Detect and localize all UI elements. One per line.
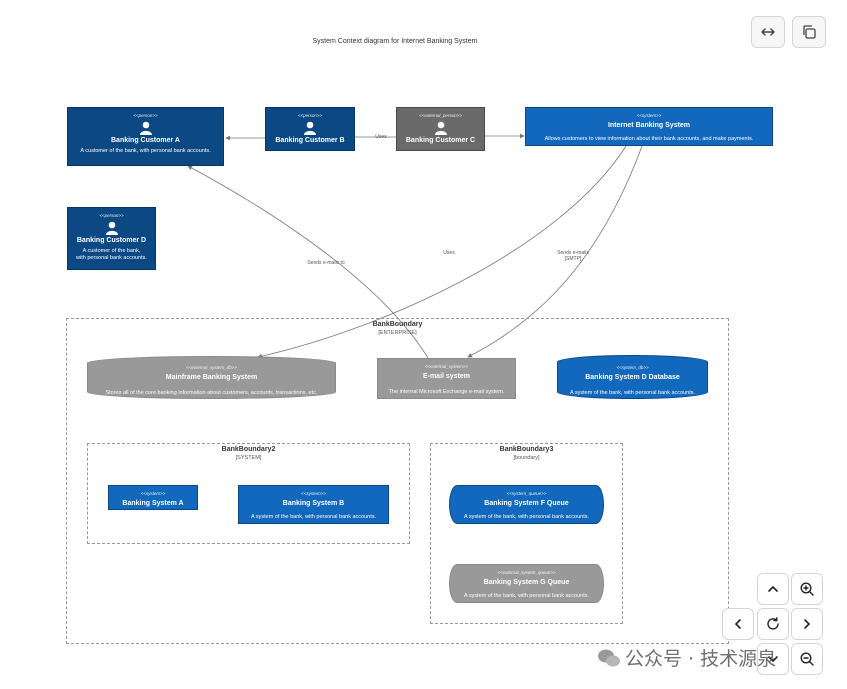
node-name: Banking System G Queue [483, 579, 570, 586]
node-description: A system of the bank, with personal bank… [463, 593, 590, 599]
node-email-system[interactable]: <<external_system>> E-mail system The in… [377, 358, 516, 399]
watermark: 公众号 · 技术源泉 [597, 644, 776, 671]
node-banking-customer-c[interactable]: <<external_person>> Banking Customer C [396, 107, 485, 151]
node-banking-system-a[interactable]: <<system>> Banking System A [108, 485, 198, 510]
chevron-left-icon [734, 619, 741, 629]
pan-right-button[interactable] [791, 608, 823, 640]
stereotype-label: <<person>> [133, 113, 158, 118]
boundary-bank: BankBoundary [ENTERPRISE] [66, 318, 729, 644]
zoom-in-icon [800, 582, 814, 596]
boundary-bank-3: BankBoundary3 [boundary] [430, 443, 623, 624]
wechat-icon [598, 649, 620, 667]
stereotype-label: <<system>> [636, 113, 662, 118]
stereotype-label: <<external_system_queue>> [497, 570, 556, 575]
node-name: Banking Customer B [275, 137, 345, 144]
boundary-name: BankBoundary2 [221, 446, 276, 453]
zoom-in-button[interactable] [791, 573, 823, 605]
edge-label-sends-emails: Sends e-mails [SMTP] [548, 250, 598, 262]
zoom-out-icon [800, 652, 814, 666]
expand-horizontal-icon [761, 28, 775, 36]
node-name: Banking Customer D [76, 237, 147, 244]
node-banking-system-b[interactable]: <<system>> Banking System B A system of … [238, 485, 389, 524]
edge-label-sends-emails-line2: [SMTP] [564, 256, 582, 262]
boundary-type: [ENTERPRISE] [378, 330, 417, 336]
person-icon [105, 221, 118, 235]
node-description: A customer of the bank, with personal ba… [80, 148, 211, 154]
reset-icon [767, 617, 779, 630]
node-name: E-mail system [422, 373, 471, 380]
stereotype-label: <<system_db>> [616, 365, 649, 370]
node-mainframe-banking-system[interactable]: <<external_system_db>> Mainframe Banking… [87, 356, 336, 399]
node-description: A system of the bank, with personal bank… [463, 514, 590, 520]
node-internet-banking-system[interactable]: <<system>> Internet Banking System Allow… [525, 107, 773, 146]
node-banking-system-g-queue[interactable]: <<external_system_queue>> Banking System… [449, 564, 604, 603]
edge-label-sends-emails-line1: Sends e-mails [557, 250, 589, 256]
node-name: Banking Customer C [405, 137, 476, 144]
node-description: Stores all of the core banking informati… [105, 390, 318, 396]
person-icon [434, 121, 447, 135]
copy-icon [803, 25, 816, 39]
node-banking-system-f-queue[interactable]: <<system_queue>> Banking System F Queue … [449, 485, 604, 524]
node-description: Allows customers to view information abo… [544, 136, 754, 142]
edge-ibs-to-mainframe [257, 145, 627, 359]
node-name: Banking System D Database [585, 374, 680, 381]
person-icon [304, 121, 316, 135]
edge-ibs-to-email [467, 145, 643, 358]
node-name: Banking Customer A [111, 137, 180, 144]
node-name: Banking System F Queue [484, 500, 569, 507]
node-description: A system of the bank, with personal bank… [250, 514, 377, 520]
boundary-type: [boundary] [513, 455, 540, 461]
stereotype-label: <<external_system>> [424, 364, 469, 369]
edge-label-uses-mid: Uses [443, 250, 455, 256]
stereotype-label: <<person>> [99, 213, 124, 218]
node-name: Banking System A [122, 500, 184, 507]
boundary-type: [SYSTEM] [235, 455, 262, 461]
edge-label-uses-top: Uses [375, 134, 387, 140]
expand-button[interactable] [751, 16, 785, 48]
boundary-name: BankBoundary [372, 321, 423, 328]
stereotype-label: <<external_person>> [419, 113, 462, 118]
reset-view-button[interactable] [757, 608, 789, 640]
chevron-up-icon [768, 585, 778, 592]
boundary-name: BankBoundary3 [499, 446, 554, 453]
node-banking-customer-d[interactable]: <<person>> Banking Customer D A customer… [67, 207, 156, 270]
node-name: Internet Banking System [607, 122, 691, 129]
zoom-out-button[interactable] [791, 643, 823, 675]
node-description: The internal Microsoft Exchange e-mail s… [388, 389, 505, 395]
boundary-bank-2: BankBoundary2 [SYSTEM] [87, 443, 410, 544]
stereotype-label: <<external_system_db>> [186, 365, 237, 370]
stereotype-label: <<system_queue>> [506, 491, 547, 496]
pan-left-button[interactable] [722, 608, 754, 640]
edge-email-to-a [187, 165, 429, 359]
stereotype-label: <<system>> [301, 491, 326, 496]
copy-button[interactable] [792, 16, 826, 48]
node-banking-customer-a[interactable]: <<person>> Banking Customer A A customer… [67, 107, 224, 166]
chevron-down-icon [768, 656, 778, 663]
stereotype-label: <<person>> [297, 113, 323, 118]
stereotype-label: <<system>> [140, 491, 166, 496]
node-description-line-2: with personal bank accounts. [76, 255, 147, 261]
diagram-title: System Context diagram for Internet Bank… [312, 38, 478, 45]
node-name: Mainframe Banking System [165, 374, 258, 381]
watermark-text: 公众号 · 技术源泉 [625, 648, 777, 670]
pan-up-button[interactable] [757, 573, 789, 605]
chevron-right-icon [804, 619, 811, 629]
node-description-line-1: A customer of the bank, [82, 248, 141, 254]
node-banking-system-d-database[interactable]: <<system_db>> Banking System D Database … [557, 355, 708, 399]
pan-down-button[interactable] [757, 643, 789, 675]
node-name: Banking System B [282, 500, 345, 507]
node-description: A system of the bank, with personal bank… [569, 390, 696, 396]
person-icon [139, 121, 152, 135]
edge-label-sends-email-to: Sends e-mails to [307, 260, 345, 266]
node-banking-customer-b[interactable]: <<person>> Banking Customer B [265, 107, 355, 151]
